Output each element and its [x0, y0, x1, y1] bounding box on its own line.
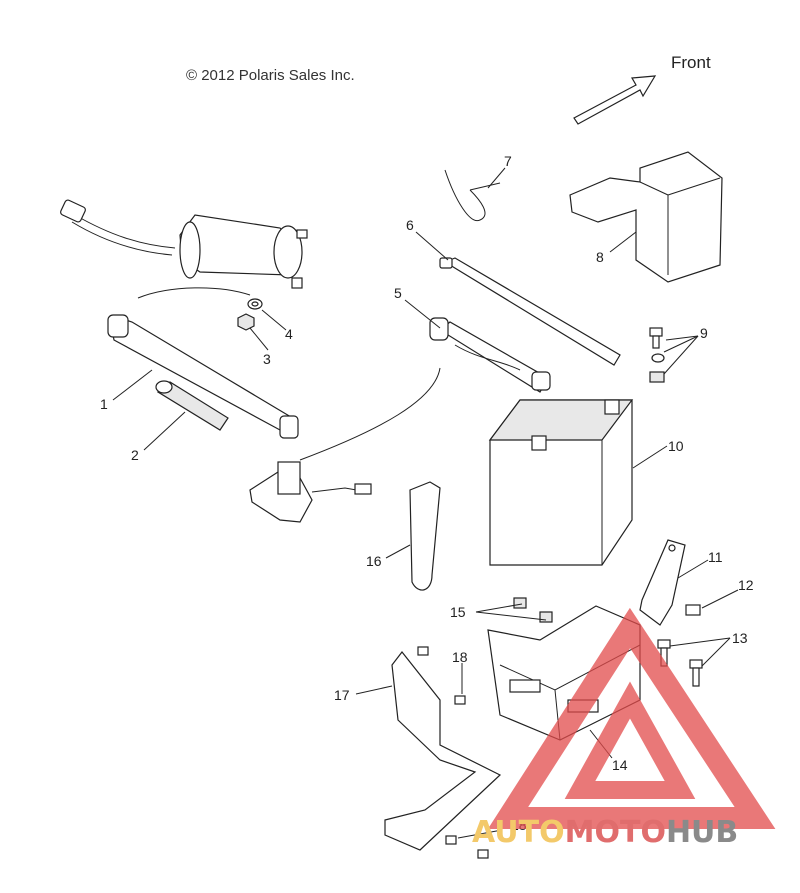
bolt-12	[685, 604, 701, 616]
callout-18a: 18	[452, 649, 468, 665]
callout-2: 2	[131, 447, 139, 463]
bracket-17	[384, 651, 502, 851]
battery-cover-8	[569, 151, 723, 283]
screws-18	[417, 646, 489, 859]
callout-1: 1	[100, 396, 108, 412]
terminal-boot-2	[155, 380, 229, 431]
callout-16: 16	[366, 553, 382, 569]
callout-11: 11	[708, 549, 723, 565]
callout-6: 6	[406, 217, 414, 233]
washer-4	[247, 298, 263, 310]
front-label: Front	[671, 53, 711, 72]
callout-12: 12	[738, 577, 754, 593]
battery-10	[488, 399, 634, 566]
battery-cable-1	[107, 314, 299, 439]
watermark-moto: MOTO	[565, 815, 666, 850]
watermark-text: AUTOMOTOHUB	[472, 815, 738, 850]
watermark-auto: AUTO	[472, 815, 565, 850]
callout-7: 7	[504, 153, 512, 169]
callout-3: 3	[263, 351, 271, 367]
starter-motor	[60, 199, 308, 289]
callout-15: 15	[450, 604, 466, 620]
battery-cable-6	[439, 257, 621, 366]
routing-line-1	[137, 287, 251, 299]
callout-10: 10	[668, 438, 684, 454]
solenoid	[249, 461, 372, 523]
callout-8: 8	[596, 249, 604, 265]
front-arrow	[573, 75, 657, 125]
cable-tie-7	[444, 169, 501, 222]
watermark-logo	[487, 607, 776, 829]
hold-down-strap-16	[409, 481, 441, 591]
hardware-9	[649, 327, 665, 383]
callout-13: 13	[732, 630, 748, 646]
nut-3	[237, 313, 255, 331]
leader-lines	[112, 167, 739, 839]
callout-17: 17	[334, 687, 350, 703]
clips-15	[513, 597, 553, 623]
callout-9: 9	[700, 325, 708, 341]
callout-5: 5	[394, 285, 402, 301]
routing-line-2	[299, 367, 441, 461]
callout-4: 4	[285, 326, 293, 342]
watermark-hub: HUB	[666, 815, 738, 850]
copyright-text: © 2012 Polaris Sales Inc.	[186, 67, 355, 84]
callout-14: 14	[612, 757, 628, 773]
battery-cable-5	[429, 317, 551, 393]
bracket-11	[639, 539, 686, 626]
